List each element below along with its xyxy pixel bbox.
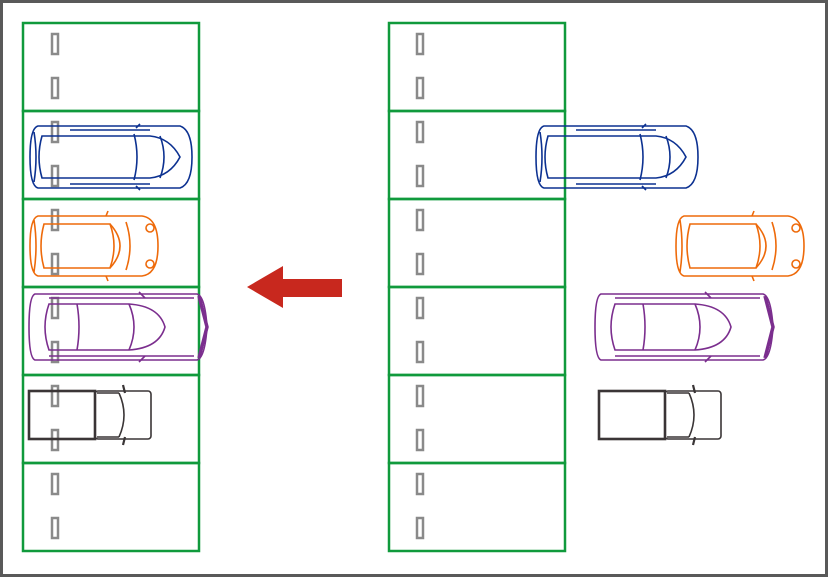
- truck-car-after: [597, 383, 723, 447]
- parking-slot: [21, 197, 201, 289]
- wheel-stop-marker: [415, 516, 425, 540]
- parking-slot: [387, 109, 567, 201]
- before-parking-row: [21, 21, 201, 553]
- wheel-stop-marker: [415, 428, 425, 452]
- wagon-car-after: [535, 123, 699, 191]
- parking-slot: [387, 285, 567, 377]
- move-left-arrow: [247, 266, 342, 308]
- wheel-stop-marker: [50, 516, 60, 540]
- wheel-stop-marker: [50, 32, 60, 56]
- compact-car-before: [29, 210, 159, 282]
- wheel-stop-marker: [50, 252, 60, 276]
- wheel-stop-marker: [415, 472, 425, 496]
- wheel-stop-marker: [50, 120, 60, 144]
- wheel-stop-marker: [415, 296, 425, 320]
- wheel-stop-marker: [415, 340, 425, 364]
- compact-car-after: [675, 210, 805, 282]
- after-parking-row: [387, 21, 567, 553]
- wheel-stop-marker: [50, 76, 60, 100]
- parking-slot: [387, 461, 567, 553]
- wheel-stop-marker: [415, 76, 425, 100]
- wheel-stop-marker: [50, 472, 60, 496]
- parking-slot: [387, 373, 567, 465]
- parking-slot: [21, 21, 201, 113]
- wheel-stop-marker: [415, 208, 425, 232]
- parking-slot: [21, 285, 201, 377]
- truck-car-before: [27, 383, 153, 447]
- wheel-stop-marker: [415, 164, 425, 188]
- wheel-stop-marker: [415, 120, 425, 144]
- wheel-stop-marker: [415, 252, 425, 276]
- wheel-stop-marker: [415, 384, 425, 408]
- parking-slot: [387, 21, 567, 113]
- wheel-stop-marker: [50, 296, 60, 320]
- wheel-stop-marker: [50, 384, 60, 408]
- parking-slot: [21, 373, 201, 465]
- wheel-stop-marker: [50, 164, 60, 188]
- wheel-stop-marker: [415, 32, 425, 56]
- wheel-stop-marker: [50, 208, 60, 232]
- wheel-stop-marker: [50, 340, 60, 364]
- sedan-car-after: [593, 290, 775, 364]
- parking-slot: [21, 109, 201, 201]
- parking-slot: [387, 197, 567, 289]
- parking-slot: [21, 461, 201, 553]
